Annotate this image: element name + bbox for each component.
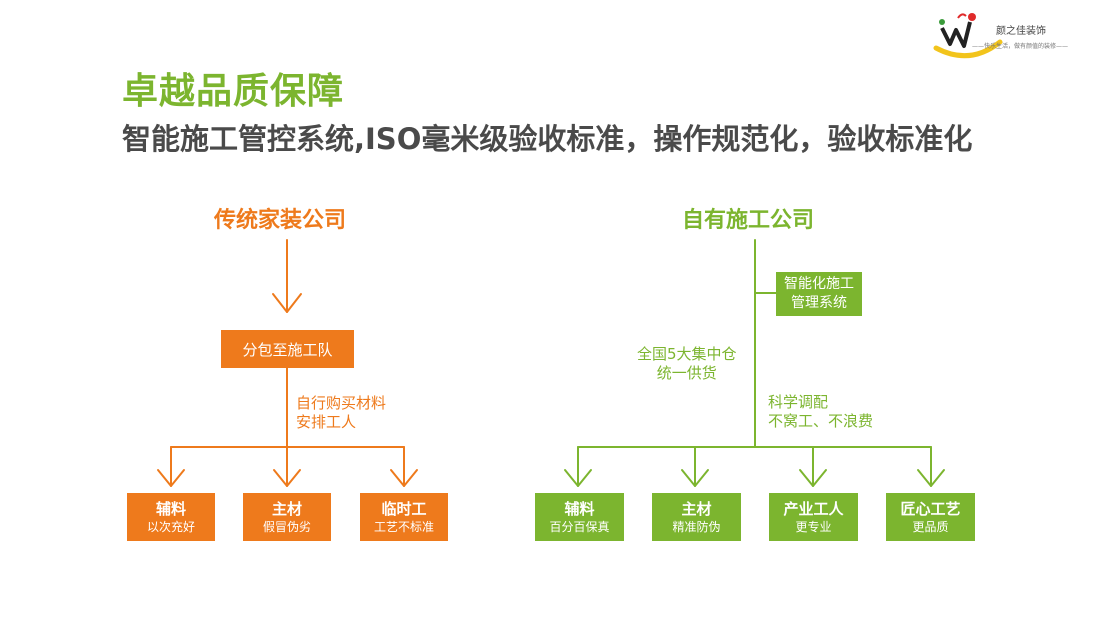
traditional-company-title: 传统家装公司 bbox=[214, 208, 347, 233]
aux-material-box: 辅料 以次充好 bbox=[127, 493, 215, 541]
note-line: 统一供货 bbox=[656, 364, 717, 382]
note-line: 不窝工、不浪费 bbox=[768, 412, 874, 430]
anti-fake-main-box: 主材 精准防伪 bbox=[652, 493, 741, 541]
box-line: 管理系统 bbox=[791, 295, 847, 311]
logo-slogan: ——快乐生活，做有颜值的装修—— bbox=[972, 43, 1069, 50]
note-line: 安排工人 bbox=[296, 413, 357, 431]
arrow-down-head bbox=[272, 293, 302, 313]
page-title: 卓越品质保障 bbox=[122, 71, 345, 112]
note-line: 全国5大集中仓 bbox=[637, 345, 737, 363]
box-desc: 以次充好 bbox=[146, 519, 195, 534]
box-line: 智能化施工 bbox=[784, 276, 854, 292]
genuine-aux-box: 辅料 百分百保真 bbox=[535, 493, 624, 541]
purchase-note: 自行购买材料 安排工人 bbox=[296, 394, 386, 432]
box-desc: 工艺不标准 bbox=[373, 519, 434, 534]
box-desc: 更品质 bbox=[912, 519, 949, 534]
box-desc: 假冒伪劣 bbox=[262, 519, 311, 534]
subcontract-box: 分包至施工队 bbox=[221, 330, 354, 368]
dispatch-note: 科学调配 不窝工、不浪费 bbox=[768, 393, 873, 431]
box-desc: 百分百保真 bbox=[549, 519, 610, 534]
box-title: 主材 bbox=[681, 499, 712, 518]
own-company-title: 自有施工公司 bbox=[682, 208, 815, 233]
temp-worker-box: 临时工 工艺不标准 bbox=[360, 493, 448, 541]
warehouse-note: 全国5大集中仓 统一供货 bbox=[637, 345, 737, 383]
management-system-box: 智能化施工 管理系统 bbox=[776, 272, 862, 316]
subcontract-label: 分包至施工队 bbox=[242, 340, 333, 359]
main-material-box: 主材 假冒伪劣 bbox=[243, 493, 331, 541]
note-line: 自行购买材料 bbox=[296, 394, 387, 412]
box-title: 临时工 bbox=[381, 499, 427, 518]
box-desc: 精准防伪 bbox=[672, 519, 721, 534]
box-title: 辅料 bbox=[155, 499, 186, 518]
craftsmanship-box: 匠心工艺 更品质 bbox=[886, 493, 975, 541]
note-line: 科学调配 bbox=[768, 393, 829, 411]
box-title: 产业工人 bbox=[783, 499, 844, 518]
box-title: 匠心工艺 bbox=[900, 499, 961, 518]
box-title: 辅料 bbox=[564, 499, 595, 518]
box-title: 主材 bbox=[271, 499, 302, 518]
industrial-worker-box: 产业工人 更专业 bbox=[769, 493, 858, 541]
box-desc: 更专业 bbox=[795, 519, 832, 534]
company-logo bbox=[933, 13, 1003, 59]
logo-name: 颜之佳装饰 bbox=[996, 26, 1046, 37]
page-subtitle: 智能施工管控系统,ISO毫米级验收标准，操作规范化，验收标准化 bbox=[122, 122, 973, 156]
